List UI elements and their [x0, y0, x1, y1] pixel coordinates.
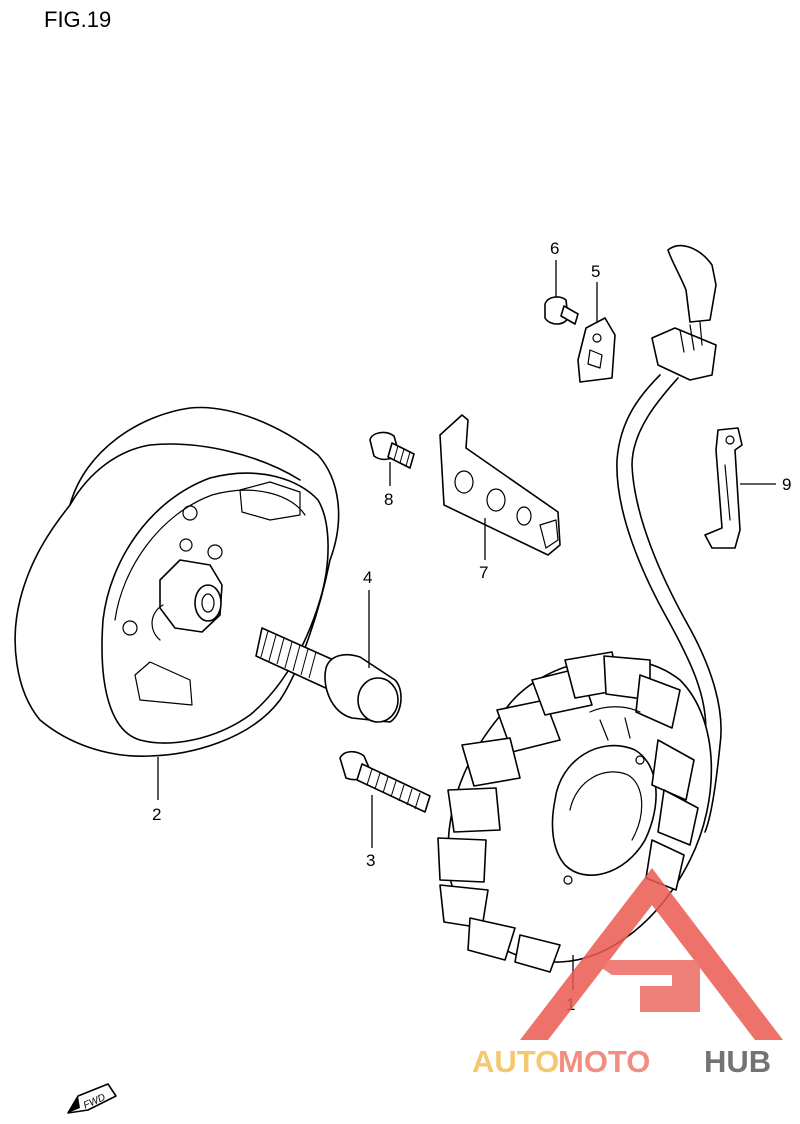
watermark-logo: AUTO MOTO HUB: [472, 868, 783, 1079]
small-bolt: [369, 431, 415, 469]
callout-5: 5: [591, 262, 600, 281]
callout-8: 8: [384, 490, 393, 509]
stator-bolt: [339, 750, 431, 813]
callout-6: 6: [550, 239, 559, 258]
fwd-direction-badge: FWD: [67, 1083, 117, 1114]
grommet-screw: [544, 296, 579, 325]
watermark-text-auto: AUTO: [472, 1044, 559, 1079]
bracket-plate: [439, 414, 561, 556]
watermark-text-hub: HUB: [704, 1044, 771, 1079]
callout-2: 2: [152, 805, 161, 824]
wire-clamp: [704, 427, 743, 549]
callout-3: 3: [366, 851, 375, 870]
callout-4: 4: [363, 568, 372, 587]
stator-pole-pieces: [437, 651, 699, 973]
callout-7: 7: [479, 563, 488, 582]
clamp-plate: [577, 317, 616, 383]
flywheel-bolt: [255, 627, 402, 723]
callout-9: 9: [782, 475, 791, 494]
watermark-text-moto: MOTO: [558, 1044, 650, 1079]
figure-title: FIG.19: [44, 7, 111, 32]
flywheel-rotor: [14, 406, 340, 757]
